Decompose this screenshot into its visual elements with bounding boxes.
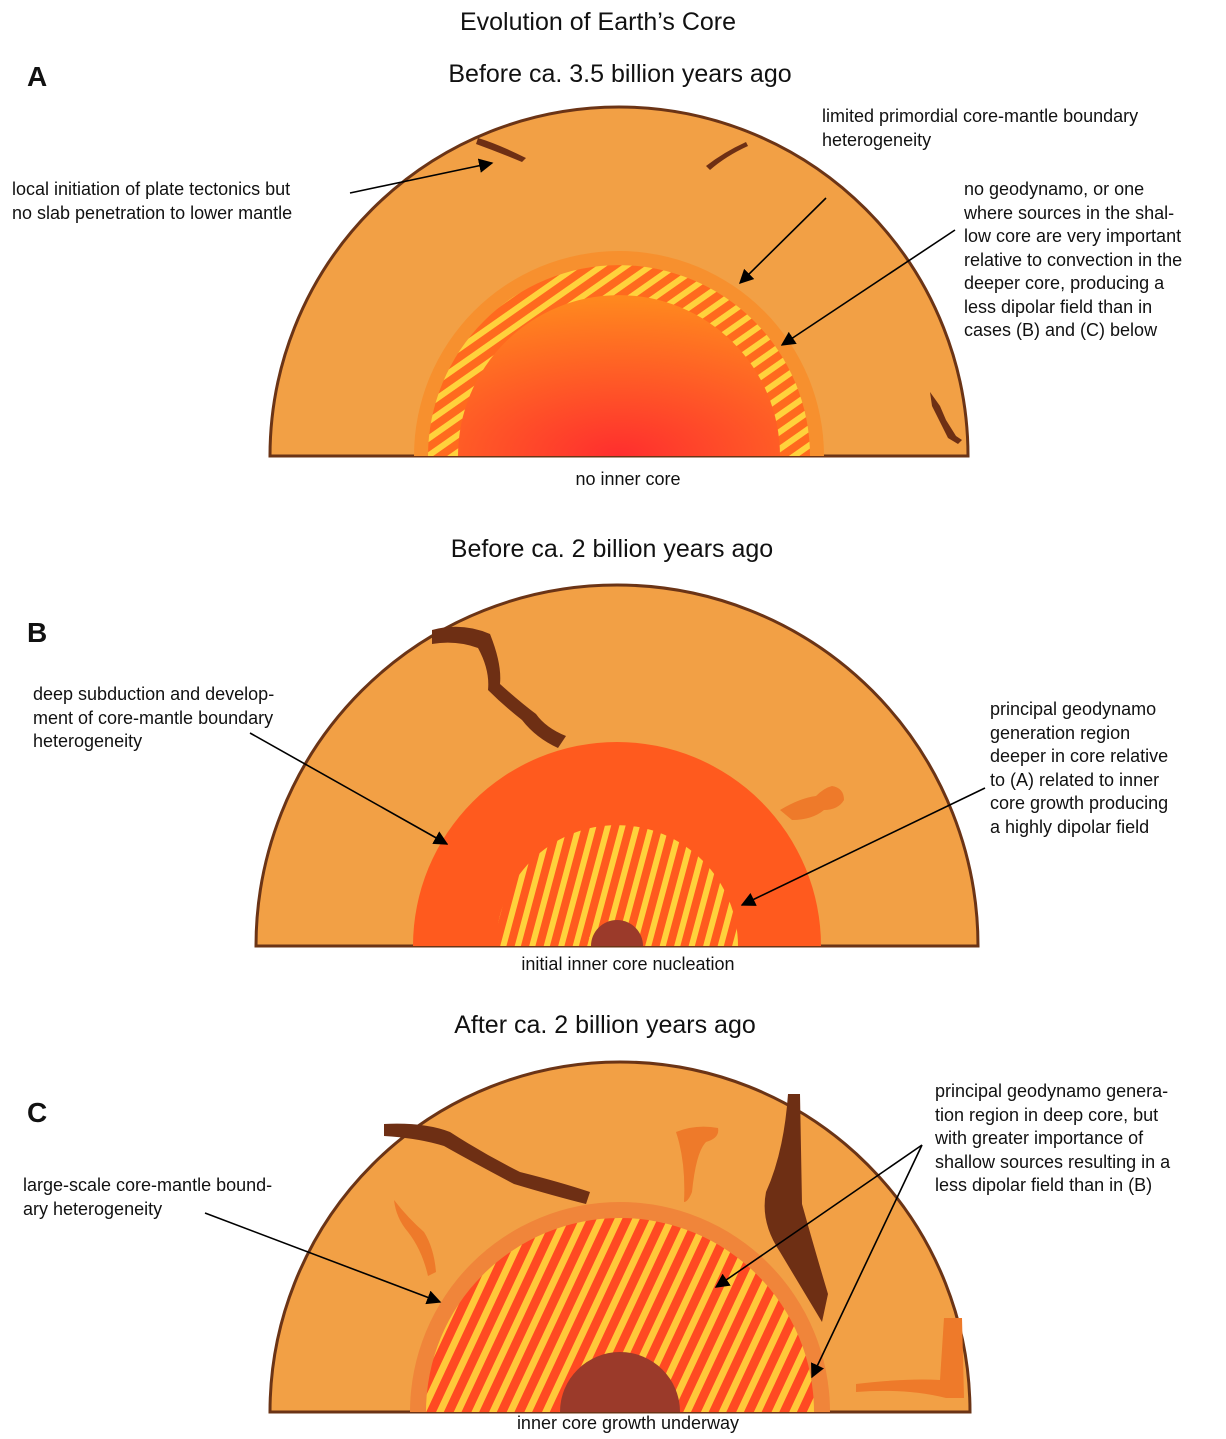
- panel-a-caption: no inner core: [0, 468, 1226, 492]
- panel-c-annotation-geodynamo: principal geodynamo genera- tion region …: [935, 1080, 1170, 1198]
- panel-c-earth-section: [270, 1062, 970, 1412]
- panel-b-caption: initial inner core nucleation: [0, 953, 1226, 977]
- panel-b-heading: Before ca. 2 billion years ago: [0, 534, 1224, 564]
- panel-a-annotation-geodynamo: no geodynamo, or one where sources in th…: [964, 178, 1182, 343]
- panel-b-letter: B: [27, 617, 47, 649]
- panel-a-annotation-plate-tectonics: local initiation of plate tectonics but …: [12, 178, 292, 225]
- panel-a-heading: Before ca. 3.5 billion years ago: [0, 59, 1226, 89]
- panel-b-annotation-subduction: deep subduction and develop- ment of cor…: [33, 683, 274, 754]
- panel-a-annotation-cmb: limited primordial core-mantle boundary …: [822, 105, 1138, 152]
- figure-title: Evolution of Earth’s Core: [0, 7, 1196, 37]
- panel-a-earth-section: [270, 107, 968, 456]
- panel-c-heading: After ca. 2 billion years ago: [0, 1010, 1210, 1040]
- panel-b-earth-section: [256, 585, 978, 946]
- panel-c-caption: inner core growth underway: [0, 1412, 1226, 1436]
- panel-c-letter: C: [27, 1097, 47, 1129]
- panel-b-annotation-geodynamo: principal geodynamo generation region de…: [990, 698, 1168, 839]
- panel-c-annotation-heterogeneity: large-scale core-mantle bound- ary heter…: [23, 1174, 272, 1221]
